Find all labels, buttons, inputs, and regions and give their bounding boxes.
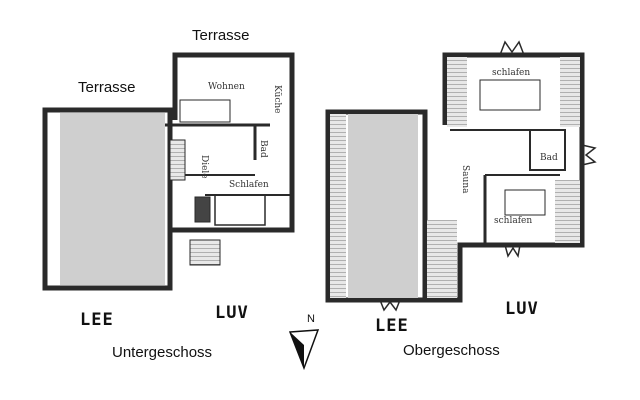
room-bedroom-bottom-label: schlafen — [494, 216, 533, 226]
ground-main-wall — [42, 107, 173, 291]
room-living-label: Wohnen — [208, 82, 245, 92]
ground-floor-title: Untergeschoss — [112, 344, 213, 361]
room-kitchen-label: Küche — [272, 85, 282, 114]
upper-wall — [425, 52, 585, 303]
room-sauna-label: Sauna — [460, 165, 470, 194]
room-bedroom-top-label: schlafen — [492, 68, 531, 78]
ground-lee-label: LEE — [80, 310, 114, 330]
upper-luv-label: LUV — [505, 299, 539, 319]
upper-lee-label: LEE — [375, 316, 409, 336]
ground-terrace-top-label: Terrasse — [192, 27, 250, 44]
room-hall-label: Diele — [199, 155, 209, 179]
ground-upper-wall — [170, 52, 295, 233]
ground-floor-plan — [42, 52, 295, 291]
upper-floor-title: Obergeschoss — [403, 342, 500, 359]
upper-shaded-area — [348, 114, 418, 298]
room-upper-bath-label: Bad — [540, 153, 558, 163]
ground-shaded-area — [60, 113, 165, 285]
room-bath-label: Bad — [258, 140, 268, 158]
ground-luv-label: LUV — [215, 303, 249, 323]
upper-main-wall — [325, 109, 428, 303]
compass-north-label: N — [307, 313, 315, 325]
compass-icon — [288, 329, 320, 371]
room-bedroom-label: Schlafen — [229, 180, 269, 190]
upper-floor-plan — [325, 40, 597, 312]
ground-terrace-left-label: Terrasse — [78, 79, 136, 96]
